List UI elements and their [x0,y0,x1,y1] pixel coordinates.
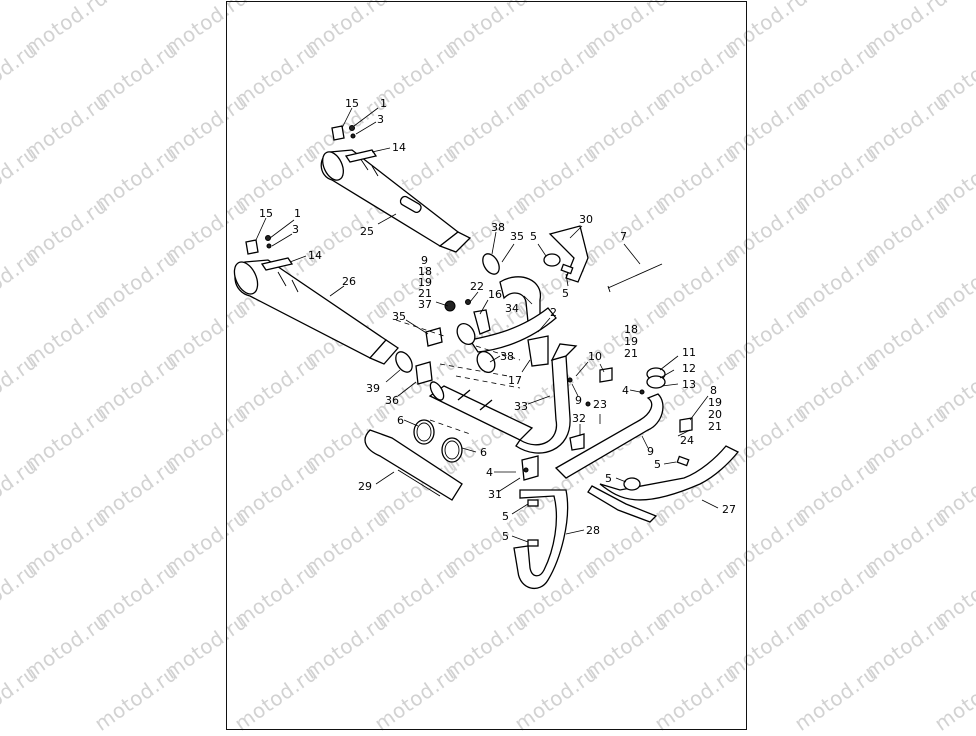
callout-38a: 38 [491,221,505,234]
small-parts [395,253,693,547]
callout-1a: 1 [380,97,387,110]
callout-14b: 14 [308,249,322,262]
callout-9b: 9 [575,394,582,407]
callout-15b: 15 [259,207,273,220]
callout-15a: 15 [345,97,359,110]
callout-6b: 6 [480,446,487,459]
callout-23: 23 [593,398,607,411]
lower-mount-clamp [245,235,294,271]
callout-1b: 1 [294,207,301,220]
upper-muffler [320,149,472,253]
callout-9c: 9 [647,445,654,458]
callout-14a: 14 [392,141,406,154]
callout-8: 8 [710,384,717,397]
callout-24: 24 [680,434,694,447]
callout-30: 30 [579,213,593,226]
callout-12: 12 [682,362,696,375]
callout-10: 10 [588,350,602,363]
callout-35a: 35 [510,230,524,243]
callout-21b: 21 [624,347,638,360]
callout-37: 37 [418,298,432,311]
callout-20: 20 [708,408,722,421]
callout-5f: 5 [502,530,509,543]
callout-19b: 19 [624,335,638,348]
callout-21a: 21 [418,287,432,300]
callout-31: 31 [488,488,502,501]
callout-18a: 18 [418,265,432,278]
callout-38b: 38 [500,350,514,363]
callout-19c: 19 [708,396,722,409]
callout-7: 7 [620,230,627,243]
callout-26: 26 [342,275,356,288]
callout-5e: 5 [502,510,509,523]
callout-labels: 15 1 3 14 15 1 3 14 25 26 38 35 5 30 7 5… [259,97,736,543]
callout-22: 22 [470,280,484,293]
callout-3b: 3 [292,223,299,236]
callout-3a: 3 [377,113,384,126]
callout-16: 16 [488,288,502,301]
leader-lines [255,107,719,543]
callout-2: 2 [550,306,557,319]
callout-25: 25 [360,225,374,238]
lower-muffler [233,259,399,365]
callout-27: 27 [722,503,736,516]
callout-29: 29 [358,480,372,493]
header-pipes [428,276,740,590]
callout-39: 39 [366,382,380,395]
callout-4a: 4 [622,384,629,397]
callout-34: 34 [505,302,519,315]
callout-18b: 18 [624,323,638,336]
callout-36: 36 [385,394,399,407]
callout-28: 28 [586,524,600,537]
callout-19a: 19 [418,276,432,289]
assembly-lines [395,319,521,435]
callout-5a: 5 [530,230,537,243]
callout-9a: 9 [421,254,428,267]
callout-32: 32 [572,412,586,425]
callout-13: 13 [682,378,696,391]
callout-17: 17 [508,374,522,387]
callout-11: 11 [682,346,696,359]
diagram-frame [226,1,747,730]
upper-mount-clamp [331,125,378,163]
callout-5c: 5 [605,472,612,485]
callout-6a: 6 [397,414,404,427]
callout-5d: 5 [654,458,661,471]
callout-5b: 5 [562,287,569,300]
callout-4b: 4 [486,466,493,479]
callout-21c: 21 [708,420,722,433]
callout-35b: 35 [392,310,406,323]
heat-shields [364,225,658,523]
callout-33: 33 [514,400,528,413]
